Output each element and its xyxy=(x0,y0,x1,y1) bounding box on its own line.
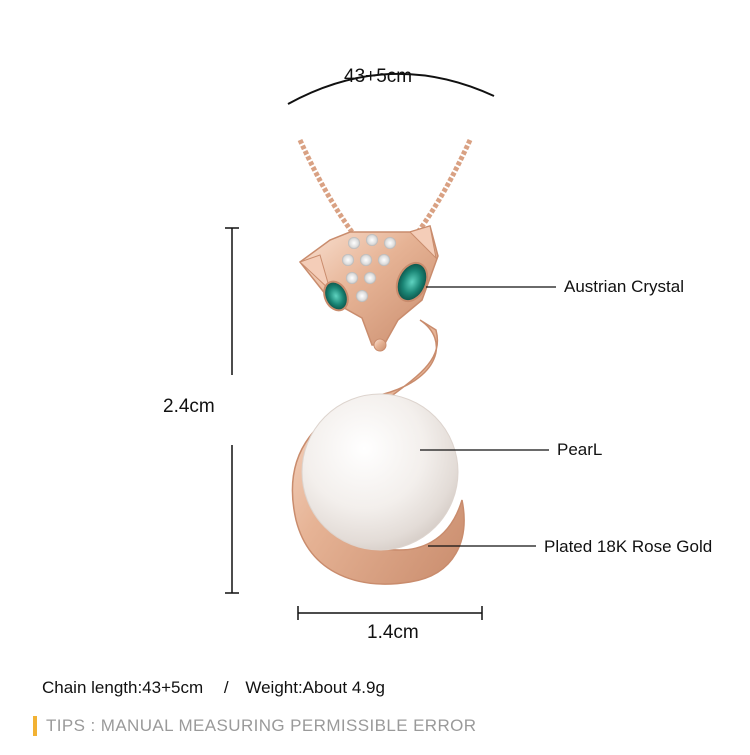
weight-spec: Weight:About 4.9g xyxy=(245,678,385,697)
tips-text: TIPS : MANUAL MEASURING PERMISSIBLE ERRO… xyxy=(46,716,477,735)
chain-length-arc xyxy=(287,72,495,105)
callout-pearl-label: PearL xyxy=(557,440,603,459)
spec-separator: / xyxy=(223,678,229,697)
chain-length-label: 43+5cm xyxy=(344,66,413,87)
fox-eye-left xyxy=(323,280,349,312)
crystal-pave xyxy=(342,234,396,302)
chain-right xyxy=(415,138,473,234)
chain-left xyxy=(297,138,355,234)
fox-eye-right xyxy=(395,261,429,303)
tips-accent-bar xyxy=(33,716,37,736)
fox-ear-right xyxy=(409,225,437,260)
height-label: 2.4cm xyxy=(163,396,215,417)
fox-head xyxy=(298,225,439,346)
chain-length-spec: Chain length:43+5cm xyxy=(42,678,204,697)
callout-crystal-label: Austrian Crystal xyxy=(564,277,684,296)
fox-ear-left xyxy=(299,254,331,292)
width-label: 1.4cm xyxy=(367,622,419,643)
callout-gold-label: Plated 18K Rose Gold xyxy=(544,537,713,556)
fox-nose xyxy=(373,338,387,352)
pearl xyxy=(301,393,459,551)
spec-line: Chain length:43+5cm / Weight:About 4.9g xyxy=(42,678,385,698)
